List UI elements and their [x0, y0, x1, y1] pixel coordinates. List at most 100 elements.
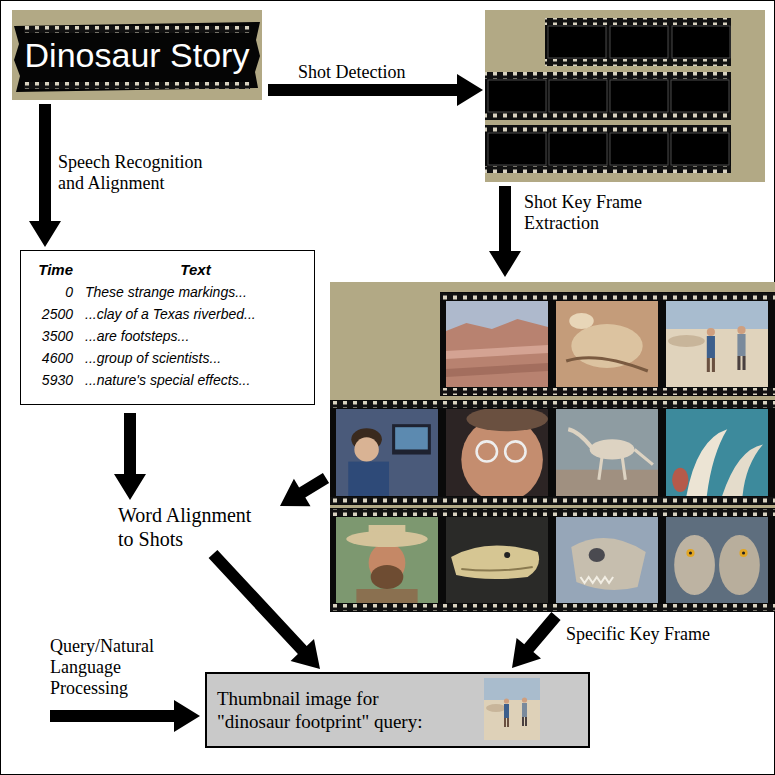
claw [722, 444, 763, 496]
person-leg [504, 718, 506, 727]
title-banner: Dinosaur Story [12, 10, 262, 100]
skin [672, 468, 688, 492]
person-head [707, 328, 715, 336]
ground [666, 329, 768, 387]
key-frame [556, 517, 658, 603]
transcript-cell: These strange markings... [85, 281, 306, 303]
rock [486, 704, 506, 712]
film-frame [672, 26, 730, 58]
film-frame [549, 133, 607, 165]
key-frame [666, 409, 768, 496]
time-cell: 2500 [29, 303, 73, 325]
background [666, 409, 768, 496]
rock [668, 335, 705, 347]
person [522, 703, 527, 717]
transcript-cell: ...clay of a Texas riverbed... [85, 303, 306, 325]
key-frame [336, 409, 438, 496]
film-frame [671, 80, 729, 112]
process-arrow [489, 186, 521, 277]
transcript-cell: ...nature's special effects... [85, 369, 306, 391]
key-frame [556, 301, 658, 387]
column-header: Text [85, 259, 306, 281]
film-strip [330, 508, 775, 612]
input-label: Query/Natural Language Processing [50, 636, 180, 699]
film-strip [485, 125, 731, 173]
film-frame [488, 80, 546, 112]
key-frame [556, 409, 658, 496]
skeleton-neck [568, 429, 591, 447]
background [556, 517, 658, 603]
film-perforation [545, 18, 731, 25]
screen [395, 427, 428, 449]
rock-layer [446, 363, 548, 377]
film-frame [610, 26, 668, 58]
film-perforation [330, 509, 775, 516]
hat-brim [346, 531, 428, 547]
edge-label: Speech Recognition and Alignment [58, 152, 220, 194]
film-perforation [485, 113, 731, 120]
film-perforation [545, 59, 731, 66]
eye-socket [589, 548, 605, 562]
person-head [522, 697, 527, 702]
glasses [505, 441, 525, 461]
time-cell: 0 [29, 281, 73, 303]
step-label: Shot Key Frame Extraction [524, 192, 699, 234]
video-title: Dinosaur Story [25, 35, 250, 75]
step-label: Specific Key Frame [566, 624, 766, 645]
background [666, 517, 768, 603]
hall [556, 409, 658, 496]
key-frame [446, 517, 548, 603]
film-strip [330, 400, 775, 505]
person [504, 704, 509, 718]
process-step: Word Alignment to Shots [118, 503, 268, 551]
film-frame [488, 133, 546, 165]
sky [446, 301, 548, 387]
person-leg [737, 356, 740, 370]
eye [504, 552, 510, 558]
jaw [461, 567, 532, 571]
skeleton-legs [599, 449, 653, 479]
glasses [477, 441, 497, 461]
person-leg [712, 358, 715, 372]
monitor [392, 424, 431, 454]
film-ground [330, 282, 775, 612]
shirt [356, 589, 417, 603]
hair [466, 407, 548, 431]
time-cell: 4600 [29, 347, 73, 369]
raptor-head [674, 535, 715, 595]
person-leg [525, 717, 527, 726]
person-head [737, 326, 745, 334]
key-frame [446, 407, 548, 502]
film-strip [440, 292, 775, 396]
column-header: Time [29, 259, 73, 281]
dinosaur-head [451, 546, 539, 580]
raptor-head [719, 535, 760, 595]
key-frame [666, 301, 768, 387]
process-arrow [50, 700, 200, 732]
film-perforation [330, 401, 775, 408]
node-text: Word Alignment to Shots [118, 503, 268, 551]
claw [686, 429, 727, 496]
room [336, 409, 438, 496]
person [737, 334, 745, 356]
transcript-cell: ...group of scientists... [85, 347, 306, 369]
rock [569, 313, 593, 329]
rock [556, 301, 658, 387]
skeleton [590, 439, 635, 459]
hills [446, 319, 548, 387]
flow-arrow [114, 413, 146, 500]
person-leg [507, 718, 509, 727]
transcript-cell: ...are footsteps... [85, 325, 306, 347]
person [707, 336, 715, 358]
beard [371, 565, 404, 589]
film-ground [12, 10, 262, 100]
node-text: Thumbnail image for "dinosaur footprint"… [217, 687, 452, 733]
film-frame [671, 133, 729, 165]
background [446, 517, 548, 603]
film-perforation [330, 604, 775, 611]
film-frame [610, 133, 668, 165]
skull [571, 538, 645, 590]
film-strip [14, 22, 260, 92]
